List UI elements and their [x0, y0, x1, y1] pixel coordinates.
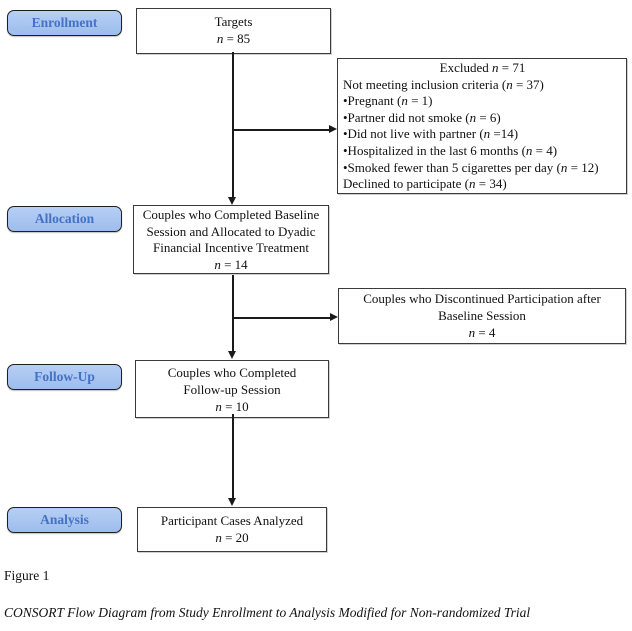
- allocation-line1: Couples who Completed Baseline: [142, 207, 320, 222]
- stage-label-followup: Follow-Up: [7, 364, 122, 390]
- followup-line3: n = 10: [215, 399, 249, 414]
- figure-caption: CONSORT Flow Diagram from Study Enrollme…: [4, 605, 531, 620]
- box-discontinued: Couples who Discontinued Participation a…: [338, 288, 626, 344]
- arrowhead-down-followup: [228, 351, 236, 359]
- connector-to-discontinued: [233, 317, 330, 319]
- targets-line1: Targets: [214, 14, 253, 29]
- excluded-item: Declined to participate (n = 34): [343, 176, 507, 192]
- excluded-item: •Smoked fewer than 5 cigarettes per day …: [343, 159, 599, 175]
- box-excluded: Excluded n = 71 Not meeting inclusion cr…: [337, 58, 627, 194]
- figure-label: Figure 1: [4, 568, 50, 583]
- box-targets: Targets n = 85: [136, 8, 331, 54]
- allocation-line3: Financial Incentive Treatment: [153, 240, 309, 255]
- followup-line1: Couples who Completed: [167, 365, 297, 380]
- discontinued-line1: Couples who Discontinued Participation a…: [363, 291, 601, 306]
- arrowhead-right-discontinued: [330, 313, 338, 321]
- allocation-line4: n = 14: [214, 256, 248, 272]
- excluded-title: Excluded n = 71: [439, 60, 526, 75]
- arrowhead-down-analysis: [228, 498, 236, 506]
- connector-allocation-to-followup: [232, 275, 234, 352]
- stage-label-enrollment: Enrollment: [7, 10, 122, 36]
- box-analysis: Participant Cases Analyzed n = 20: [137, 507, 327, 552]
- stage-label-analysis: Analysis: [7, 507, 122, 533]
- excluded-item: Not meeting inclusion criteria (n = 37): [343, 76, 544, 92]
- allocation-line2: Session and Allocated to Dyadic: [146, 223, 316, 239]
- excluded-item: •Did not live with partner (n =14): [343, 126, 519, 142]
- excluded-item: •Hospitalized in the last 6 months (n = …: [343, 142, 558, 158]
- discontinued-line2: Baseline Session: [438, 308, 526, 323]
- targets-line2: n = 85: [216, 31, 251, 46]
- connector-followup-to-analysis: [232, 414, 234, 499]
- excluded-item: •Partner did not smoke (n = 6): [343, 109, 501, 125]
- followup-line2: Follow-up Session: [183, 382, 281, 397]
- connector-targets-to-allocation: [232, 52, 234, 198]
- connector-to-excluded: [233, 129, 329, 131]
- arrowhead-right-excluded: [329, 125, 337, 133]
- stage-label-allocation: Allocation: [7, 206, 122, 232]
- arrowhead-down-allocation: [228, 197, 236, 205]
- analysis-line2: n = 20: [215, 530, 249, 545]
- box-allocation: Couples who Completed Baseline Session a…: [133, 205, 329, 274]
- excluded-item: •Pregnant (n = 1): [343, 93, 433, 109]
- box-followup: Couples who Completed Follow-up Session …: [135, 360, 329, 418]
- analysis-line1: Participant Cases Analyzed: [160, 513, 304, 528]
- discontinued-line3: n = 4: [468, 325, 496, 340]
